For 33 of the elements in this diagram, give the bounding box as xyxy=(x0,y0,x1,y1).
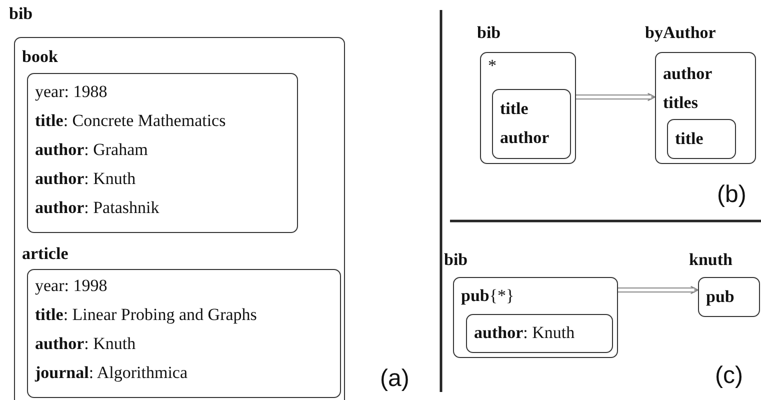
panel-label: (b) xyxy=(717,181,746,209)
panel-label: (c) xyxy=(715,362,743,390)
field-line: author: Graham xyxy=(35,140,148,160)
field-line: title: Linear Probing and Graphs xyxy=(35,305,257,325)
field-line: title xyxy=(675,129,704,149)
record-box xyxy=(466,314,613,353)
record-box xyxy=(492,89,571,159)
box-heading: bib xyxy=(444,250,468,270)
box-heading: byAuthor xyxy=(645,23,716,43)
double-arrow xyxy=(575,92,656,102)
field-line: author: Patashnik xyxy=(35,198,160,218)
box-heading: knuth xyxy=(689,250,732,270)
field-line: pub xyxy=(706,287,734,307)
field-line: author: Knuth xyxy=(474,323,575,343)
field-line: author xyxy=(663,64,712,84)
field-line: year: 1998 xyxy=(35,276,108,296)
panel-label: (a) xyxy=(380,365,410,393)
box-heading: book xyxy=(22,47,58,67)
field-line: title: Concrete Mathematics xyxy=(35,111,226,131)
box-heading: article xyxy=(22,244,68,264)
box-heading: bib xyxy=(9,4,33,24)
field-line: year: 1988 xyxy=(35,82,108,102)
record-box xyxy=(667,119,736,159)
field-line: author: Knuth xyxy=(35,334,136,354)
field-line: author: Knuth xyxy=(35,169,136,189)
field-line: journal: Algorithmica xyxy=(35,363,188,383)
field-line: * xyxy=(488,56,496,76)
box-heading: bib xyxy=(477,23,501,43)
double-arrow xyxy=(617,286,699,294)
field-line: titles xyxy=(663,93,698,113)
field-line: pub{*} xyxy=(461,286,514,306)
field-line: title xyxy=(500,99,528,119)
field-line: author xyxy=(500,128,550,148)
